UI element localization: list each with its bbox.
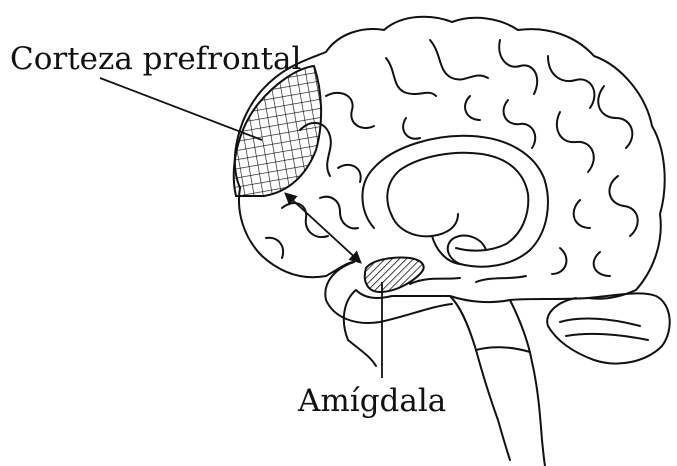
corpus-callosum — [361, 134, 549, 268]
connection-arrow — [284, 192, 362, 264]
cortex-outline — [233, 15, 666, 367]
prefrontal-region — [232, 64, 323, 197]
prefrontal-leader-line — [99, 77, 263, 141]
amygdala-region — [363, 256, 425, 294]
brainstem-outline — [449, 295, 511, 461]
prefrontal-cortex-label: Corteza prefrontal — [10, 41, 302, 77]
cerebellum-outline — [546, 292, 671, 365]
amygdala-label: Amígdala — [298, 383, 447, 419]
